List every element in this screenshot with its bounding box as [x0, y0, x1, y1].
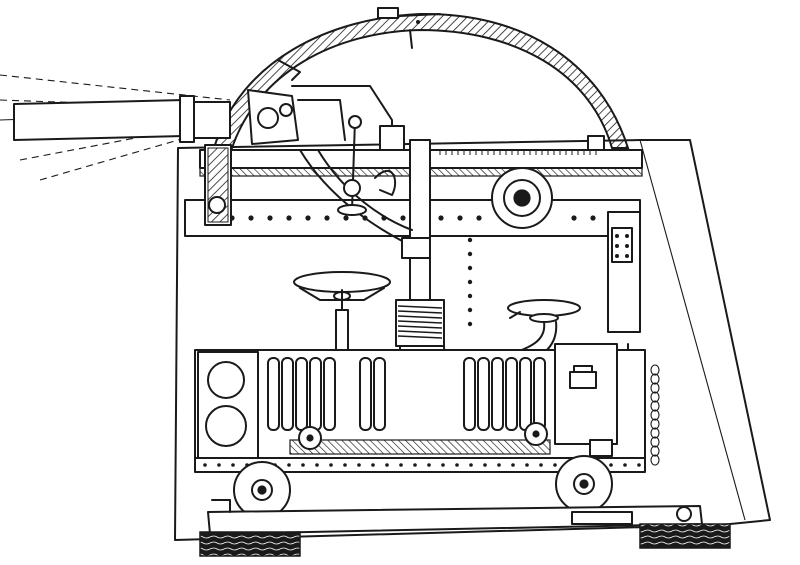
rivet: [467, 307, 473, 313]
skid-block-left: [199, 531, 301, 557]
rivet: [469, 463, 473, 467]
rivet: [286, 215, 292, 221]
rivet: [217, 463, 221, 467]
thread: [397, 310, 443, 314]
rivet: [343, 215, 349, 221]
road-wheel-right: [555, 439, 613, 513]
skid-block-right: [639, 523, 731, 549]
rivet: [525, 463, 529, 467]
ammo-tube: [477, 357, 490, 431]
chain-link: [650, 400, 660, 412]
barrel-collar: [179, 95, 195, 143]
threaded-collar: [397, 305, 443, 339]
rivet: [385, 463, 389, 467]
base-skid: [199, 499, 731, 557]
thread: [397, 315, 443, 319]
ammo-tube: [295, 357, 308, 431]
rivet: [441, 463, 445, 467]
rivet-row-lower: [203, 463, 641, 467]
thread: [397, 335, 443, 339]
rivet: [467, 251, 473, 257]
chain-link: [650, 373, 660, 385]
rivet: [637, 463, 641, 467]
rivet: [467, 321, 473, 327]
rivet: [467, 265, 473, 271]
rivet: [343, 463, 347, 467]
rivet: [497, 463, 501, 467]
ammo-tube: [491, 357, 504, 431]
chain-link: [650, 391, 660, 403]
armored-dome: [212, 7, 630, 151]
pulley-wheel: [491, 167, 553, 229]
rivet: [457, 215, 463, 221]
rivet: [467, 293, 473, 299]
thread: [397, 320, 443, 324]
gun-barrel: [13, 99, 185, 141]
thread: [397, 325, 443, 329]
ammo-tube: [533, 357, 546, 431]
rivet: [357, 463, 361, 467]
rivet: [315, 463, 319, 467]
chain-links: [650, 364, 660, 466]
chain-link: [650, 436, 660, 448]
chain-link: [650, 445, 660, 457]
lower-bay: [194, 343, 646, 473]
control-panel: [607, 211, 660, 471]
rivet: [467, 279, 473, 285]
rivet: [203, 463, 207, 467]
chain-link: [650, 364, 660, 376]
rivet: [571, 215, 577, 221]
ammo-tube: [463, 357, 476, 431]
rivet: [467, 237, 473, 243]
rivet: [248, 215, 254, 221]
rivet: [590, 215, 596, 221]
rivet: [511, 463, 515, 467]
rivet: [287, 463, 291, 467]
rivet: [399, 463, 403, 467]
rivet: [231, 463, 235, 467]
chain-link: [650, 418, 660, 430]
ammo-tube: [309, 357, 322, 431]
chain-link: [650, 382, 660, 394]
rivet: [427, 463, 431, 467]
thread: [397, 330, 443, 334]
ammo-tube: [323, 357, 336, 431]
chain-link: [650, 409, 660, 421]
chain-link: [650, 427, 660, 439]
ammo-tube: [359, 357, 372, 431]
rivet: [400, 215, 406, 221]
ammo-tube: [267, 357, 280, 431]
rivet: [371, 463, 375, 467]
road-wheel-left: [233, 461, 291, 519]
rivet: [623, 463, 627, 467]
rivet: [539, 463, 543, 467]
rivet: [483, 463, 487, 467]
thread: [397, 305, 443, 309]
rivet: [305, 215, 311, 221]
ammo-tube: [373, 357, 386, 431]
rivet: [329, 463, 333, 467]
rivet: [301, 463, 305, 467]
traverse-scale: [439, 150, 597, 155]
rivet: [413, 463, 417, 467]
hull-plate: [174, 139, 771, 541]
rivet: [438, 215, 444, 221]
rivet: [609, 463, 613, 467]
ammo-tube: [505, 357, 518, 431]
rivet: [267, 215, 273, 221]
chain-link: [650, 454, 660, 466]
rivet: [553, 463, 557, 467]
rivet: [324, 215, 330, 221]
rivet: [455, 463, 459, 467]
ammo-tube: [519, 357, 532, 431]
rivet: [476, 215, 482, 221]
gun-assembly: [0, 74, 405, 226]
ammo-tube: [281, 357, 294, 431]
